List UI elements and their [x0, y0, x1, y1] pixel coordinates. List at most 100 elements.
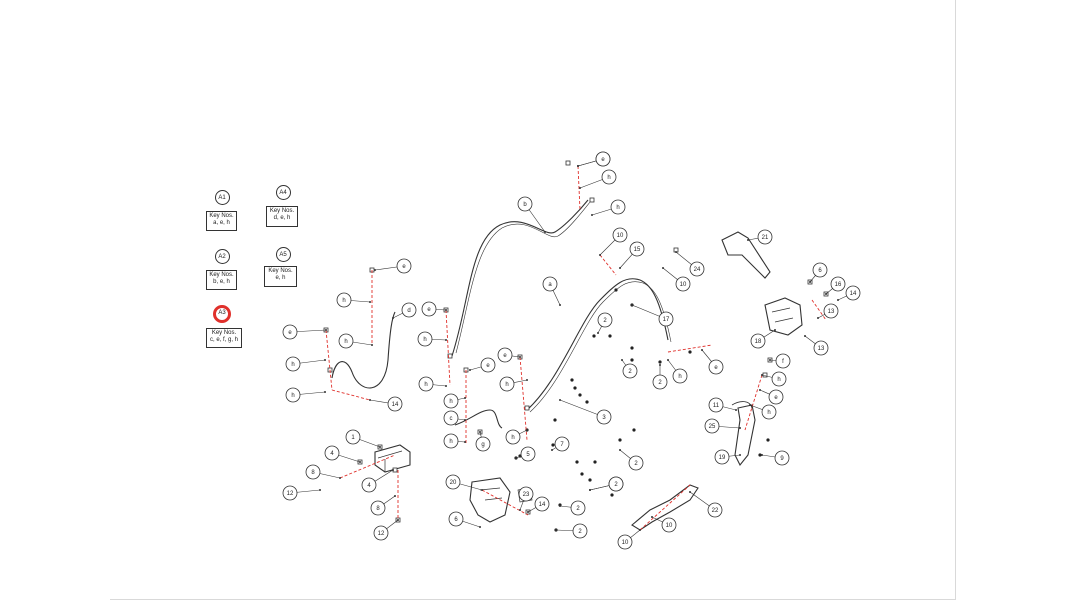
legend-circle-a4[interactable]: A4: [275, 184, 291, 200]
callout-29[interactable]: h: [443, 393, 459, 409]
callout-44[interactable]: 18: [750, 333, 766, 349]
assembly-line-4: [445, 309, 451, 386]
callout-20[interactable]: h: [336, 292, 352, 308]
bolt-14: [551, 443, 555, 447]
callout-circle: [714, 449, 730, 465]
callout-label: 3: [602, 415, 606, 421]
callout-23[interactable]: d: [401, 302, 417, 318]
callout-7[interactable]: 24: [689, 261, 705, 277]
callout-70[interactable]: 10: [661, 517, 677, 533]
callout-33[interactable]: h: [499, 376, 515, 392]
leader-dot-65: [559, 505, 561, 507]
callout-61[interactable]: 12: [373, 525, 389, 541]
callout-64[interactable]: 23: [518, 486, 534, 502]
callout-9[interactable]: a: [542, 276, 558, 292]
callout-circle: [689, 261, 705, 277]
callout-71[interactable]: 10: [617, 534, 633, 550]
callout-26[interactable]: h: [418, 376, 434, 392]
callout-45[interactable]: 13: [813, 340, 829, 356]
callout-67[interactable]: 6: [448, 511, 464, 527]
callout-69[interactable]: 22: [707, 502, 723, 518]
callout-11[interactable]: 16: [830, 276, 846, 292]
bolt-19: [578, 393, 582, 397]
callout-30[interactable]: 14: [387, 396, 403, 412]
legend-keys-a4[interactable]: Key Nos.d, e, h: [266, 206, 298, 227]
callout-circle: [518, 486, 534, 502]
leader-dot-24: [445, 309, 447, 311]
hose-guard: [631, 484, 699, 531]
callout-6[interactable]: 21: [757, 229, 773, 245]
callout-24[interactable]: e: [421, 301, 437, 317]
callout-14[interactable]: 17: [658, 311, 674, 327]
callout-1[interactable]: h: [601, 169, 617, 185]
callout-35[interactable]: c: [443, 410, 459, 426]
leader-dot-56: [359, 461, 361, 463]
callout-15[interactable]: 2: [597, 312, 613, 328]
callout-39[interactable]: 7: [554, 436, 570, 452]
callout-58[interactable]: 4: [361, 477, 377, 493]
callout-68[interactable]: 2: [608, 476, 624, 492]
callout-19[interactable]: e: [396, 258, 412, 274]
callout-label: h: [291, 393, 294, 399]
callout-60[interactable]: 8: [370, 500, 386, 516]
master-cylinder-cap: [731, 401, 753, 409]
callout-63[interactable]: 14: [534, 496, 550, 512]
callout-41[interactable]: h: [672, 368, 688, 384]
callout-36[interactable]: g: [475, 436, 491, 452]
callout-52[interactable]: 19: [714, 449, 730, 465]
callout-51[interactable]: h: [761, 404, 777, 420]
callout-8[interactable]: 10: [675, 276, 691, 292]
callout-48[interactable]: e: [768, 389, 784, 405]
callout-2[interactable]: h: [610, 199, 626, 215]
legend-circle-a1[interactable]: A1: [214, 189, 230, 205]
callout-57[interactable]: 8: [305, 464, 321, 480]
assembly-line-9: [811, 299, 827, 321]
callout-47[interactable]: h: [771, 371, 787, 387]
callout-32[interactable]: e: [497, 347, 513, 363]
callout-4[interactable]: 10: [612, 227, 628, 243]
callout-42[interactable]: e: [708, 359, 724, 375]
legend-keys-a5[interactable]: Key Nos.e, h: [264, 266, 297, 287]
callout-59[interactable]: 12: [282, 485, 298, 501]
callout-49[interactable]: 11: [708, 397, 724, 413]
callout-56[interactable]: 4: [324, 445, 340, 461]
callout-17[interactable]: 2: [652, 374, 668, 390]
callout-50[interactable]: 25: [704, 418, 720, 434]
callout-53[interactable]: 9: [774, 450, 790, 466]
callout-13[interactable]: 13: [823, 303, 839, 319]
callout-label: b: [523, 202, 527, 208]
callout-22[interactable]: h: [285, 356, 301, 372]
callout-label: h: [505, 382, 508, 388]
legend-circle-a3[interactable]: A3: [213, 305, 231, 323]
legend-keys-a3[interactable]: Key Nos.c, e, f, g, h: [206, 328, 242, 348]
callout-31[interactable]: e: [480, 357, 496, 373]
callout-10[interactable]: 6: [812, 262, 828, 278]
callout-40[interactable]: 3: [596, 409, 612, 425]
callout-37[interactable]: h: [443, 433, 459, 449]
leader-dot-64: [519, 509, 521, 511]
legend-keys-a1[interactable]: Key Nos.a, e, h: [206, 211, 237, 231]
legend-circle-a2[interactable]: A2: [214, 248, 230, 264]
callout-55[interactable]: 1: [345, 429, 361, 445]
callout-65[interactable]: 2: [570, 500, 586, 516]
callout-66[interactable]: 2: [572, 523, 588, 539]
legend-circle-a5[interactable]: A5: [275, 246, 291, 262]
callout-25[interactable]: h: [417, 331, 433, 347]
callout-3[interactable]: b: [517, 196, 533, 212]
callout-46[interactable]: f: [775, 353, 791, 369]
callout-18[interactable]: e: [595, 151, 611, 167]
callout-5[interactable]: 15: [629, 241, 645, 257]
callout-27[interactable]: h: [285, 387, 301, 403]
callout-circle: [675, 276, 691, 292]
callout-34[interactable]: h: [505, 429, 521, 445]
callout-43[interactable]: 2: [628, 455, 644, 471]
callout-16[interactable]: 2: [622, 363, 638, 379]
callout-21[interactable]: h: [338, 333, 354, 349]
legend-keys-a2[interactable]: Key Nos.b, e, h: [206, 270, 237, 290]
callout-circle: [285, 356, 301, 372]
bolt-11: [610, 493, 614, 497]
callout-28[interactable]: e: [282, 324, 298, 340]
callout-38[interactable]: 5: [520, 446, 536, 462]
callout-12[interactable]: 14: [845, 285, 861, 301]
callout-62[interactable]: 20: [445, 474, 461, 490]
